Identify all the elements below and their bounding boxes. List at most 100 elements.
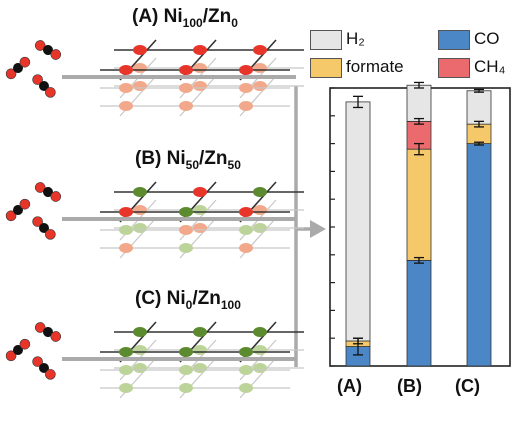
legend-label-co: CO [474,29,500,48]
co2-molecule [34,322,62,342]
x-tick-label-c: (C) [455,376,480,396]
lattice-site [253,81,267,91]
bar-segment-co-1 [406,259,432,367]
oxygen-atom [50,191,62,202]
lattice-site [253,205,267,215]
lattice-site [133,63,147,73]
lattice-a [62,39,304,117]
oxygen-atom [50,331,62,342]
co2-molecule [5,56,31,80]
oxygen-atom [45,229,56,240]
lattice-site [133,187,147,197]
co2-molecule [5,338,31,362]
lattice-site [119,65,133,75]
lattice-site [133,205,147,215]
chart-ticks [330,87,335,367]
lattice-site [193,345,207,355]
bar-segment-h-0 [345,101,371,342]
lattice-site [239,207,253,217]
chart-error-bars [353,81,484,356]
lattice-site [193,363,207,373]
lattice-site [179,101,193,111]
bar-segment-co-2 [466,143,492,367]
lattices [62,39,304,399]
lattice-site [239,83,253,93]
bar-segment-h-2 [466,90,492,125]
legend-swatch-ch4 [438,58,470,78]
carbon-atom [39,81,49,91]
lattice-site [179,243,193,253]
oxygen-atom [50,49,62,60]
lattice-site [193,205,207,215]
lattice-b [62,181,304,259]
bar-segment-formate-1 [406,148,432,261]
catalyst-label-c: (C) Ni0/Zn100 [135,288,241,312]
oxygen-atom [45,87,56,98]
co2-molecule [32,74,56,98]
lattice-site [239,383,253,393]
co2-molecule [34,40,62,60]
lattice-site [253,63,267,73]
lattice-c [62,321,304,399]
lattice-site [239,243,253,253]
legend-label-formate: formate [346,57,404,76]
lattice-site [133,81,147,91]
lattice-site [179,383,193,393]
bar-segment-h-1 [406,84,432,122]
carbon-atom [13,63,23,73]
lattice-site [119,225,133,235]
lattice-site [193,187,207,197]
lattice-site [119,365,133,375]
lattice-site [133,345,147,355]
lattice-site [193,327,207,337]
lattice-site [239,65,253,75]
lattice-site [119,207,133,217]
lattice-site [193,45,207,55]
lattice-site [239,347,253,357]
lattice-site [133,363,147,373]
lattice-site [179,365,193,375]
oxygen-atom [45,369,56,380]
lattice-site [253,327,267,337]
lattice-site [253,345,267,355]
carbon-atom [43,45,53,55]
catalyst-label-a: (A) Ni100/Zn0 [132,6,238,30]
carbon-atom [13,205,23,215]
carbon-atom [43,327,53,337]
lattice-site [193,63,207,73]
lattice-site [119,83,133,93]
lattice-site [253,45,267,55]
lattice-site [239,101,253,111]
lattice-site [179,347,193,357]
lattice-site [119,101,133,111]
lattice-site [133,223,147,233]
lattice-site [119,383,133,393]
lattice-site [179,225,193,235]
lattice-site [253,363,267,373]
chart-bars [345,84,492,367]
lattice-site [119,243,133,253]
lattice-site [119,347,133,357]
x-tick-label-b: (B) [397,376,422,396]
catalyst-label-b: (B) Ni50/Zn50 [135,148,241,172]
lattice-site [193,81,207,91]
legend-label-ch4: CH₄ [474,57,506,76]
lattice-site [179,83,193,93]
co2-molecule [34,182,62,202]
lattice-site [179,65,193,75]
lattice-site [133,327,147,337]
oxygen-atom [19,56,31,68]
oxygen-atom [19,198,31,210]
legend-swatch-h2 [310,30,342,50]
carbon-atom [39,223,49,233]
lattice-site [193,223,207,233]
oxygen-atom [19,338,31,350]
co2-molecule [32,216,56,240]
lattice-site [133,45,147,55]
co2-molecule [5,198,31,222]
legend-swatch-co [438,30,470,50]
legend-swatch-formate [310,58,342,78]
lattice-site [239,225,253,235]
